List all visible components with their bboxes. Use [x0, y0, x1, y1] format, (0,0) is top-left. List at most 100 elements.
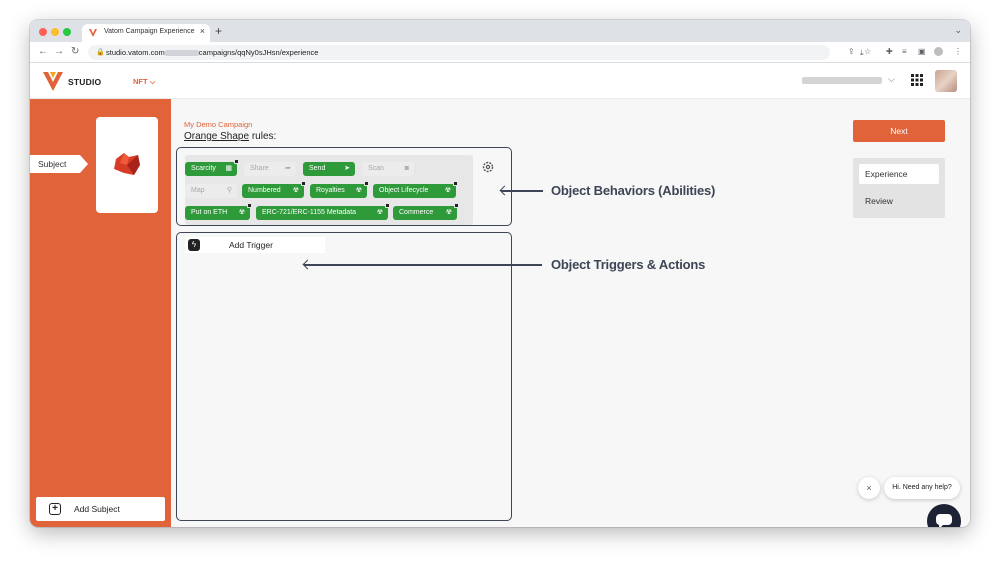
share-page-icon[interactable]: ⇪ — [848, 47, 855, 56]
behavior-object-lifecycle[interactable]: Object Lifecycle ☢ — [373, 181, 458, 198]
chat-bubble-icon — [936, 514, 952, 527]
download-icon[interactable]: ⤓ — [860, 48, 864, 57]
nft-menu-dropdown[interactable]: NFT ⌵ — [133, 77, 155, 87]
plus-square-icon: + — [49, 503, 61, 515]
subject-sidebar: Subject + Add Subject — [30, 99, 171, 527]
side-panel-icon[interactable]: ▣ — [918, 47, 926, 56]
browser-menu-icon[interactable]: ⋮ — [954, 47, 962, 56]
rules-heading: Orange Shape rules: — [184, 131, 276, 142]
help-close-button[interactable]: × — [858, 477, 880, 499]
bookmark-star-icon[interactable]: ☆ — [864, 47, 872, 56]
lock-badge-icon — [453, 181, 458, 186]
url-redacted — [164, 50, 199, 57]
apps-grid-icon[interactable] — [911, 74, 923, 86]
browser-tab-active[interactable]: Vatom Campaign Experience × — [82, 24, 210, 42]
behaviors-panel: Scarcity ▦ Share➦ Send ➤ Scan◙ Map ⚲ Number… — [185, 155, 473, 225]
next-button[interactable]: Next — [853, 120, 945, 142]
lock-badge-icon — [301, 181, 306, 186]
lock-icon: 🔒 — [96, 49, 105, 56]
lock-badge-icon — [454, 203, 459, 208]
step-experience[interactable]: Experience — [859, 164, 939, 184]
radiation-icon: ☢ — [444, 187, 451, 194]
close-window-button[interactable] — [39, 28, 47, 36]
vatom-favicon-icon — [89, 29, 97, 37]
behavior-label: Put on ETH — [191, 209, 228, 216]
main-content: My Demo Campaign Orange Shape rules: Sca… — [171, 99, 970, 527]
extensions-puzzle-icon[interactable]: ✚ — [886, 47, 893, 56]
behaviors-annotation: Object Behaviors (Abilities) — [551, 183, 716, 198]
lightning-icon: ϟ — [188, 239, 200, 251]
tab-search-chevron-icon[interactable]: ⌄ — [954, 25, 962, 35]
step-review[interactable]: Review — [865, 196, 893, 206]
gear-icon[interactable] — [482, 161, 494, 173]
behavior-label: ERC-721/ERC-1155 Metadata — [262, 209, 357, 216]
user-menu-chevron-icon[interactable]: ⌵ — [888, 74, 895, 84]
add-trigger-label: Add Trigger — [229, 240, 273, 250]
pin-icon: ⚲ — [226, 187, 232, 194]
behavior-label: Scarcity — [191, 165, 216, 172]
subject-tab-label: Subject — [38, 159, 67, 169]
behavior-share[interactable]: Share➦ — [244, 162, 296, 176]
add-subject-label: Add Subject — [74, 504, 120, 514]
add-trigger-button[interactable]: ϟ Add Trigger — [185, 237, 325, 253]
minimize-window-button[interactable] — [51, 28, 59, 36]
behavior-commerce[interactable]: Commerce ☢ — [393, 203, 459, 220]
behavior-send[interactable]: Send ➤ — [303, 162, 355, 176]
lock-badge-icon — [234, 159, 239, 164]
behavior-numbered[interactable]: Numbered ☢ — [242, 181, 306, 198]
radiation-icon: ☢ — [238, 209, 245, 216]
chat-launcher-button[interactable] — [927, 504, 961, 527]
new-tab-button[interactable]: + — [215, 24, 223, 38]
campaign-name: My Demo Campaign — [184, 120, 253, 129]
behavior-label: Scan — [368, 165, 384, 172]
send-icon: ➤ — [344, 165, 350, 172]
subject-name-link[interactable]: Orange Shape — [184, 131, 250, 142]
subject-card[interactable] — [96, 117, 158, 213]
radiation-icon: ☢ — [445, 209, 452, 216]
behaviors-callout-line — [501, 190, 543, 192]
behavior-map[interactable]: Map ⚲ — [185, 184, 237, 198]
tab-close-icon[interactable]: × — [199, 26, 205, 36]
help-message-bubble[interactable]: Hi. Need any help? — [884, 477, 960, 499]
behavior-label: Map — [191, 187, 205, 194]
behavior-erc-metadata[interactable]: ERC-721/ERC-1155 Metadata ☢ — [256, 203, 390, 220]
behavior-put-on-eth[interactable]: Put on ETH ☢ — [185, 203, 252, 220]
behavior-label: Numbered — [248, 187, 281, 194]
behavior-label: Object Lifecycle — [379, 187, 429, 194]
add-subject-button[interactable]: + Add Subject — [36, 497, 165, 521]
lock-badge-icon — [364, 181, 369, 186]
radiation-icon: ☢ — [376, 209, 383, 216]
profile-icon[interactable] — [934, 47, 943, 56]
forward-icon[interactable]: → — [54, 46, 64, 57]
subject-tab-pointer — [80, 155, 88, 173]
behavior-scarcity[interactable]: Scarcity ▦ — [185, 159, 239, 176]
behavior-label: Share — [250, 165, 269, 172]
behavior-label: Commerce — [399, 209, 434, 216]
url-host: studio.vatom.com — [106, 48, 165, 57]
tab-title: Vatom Campaign Experience — [104, 28, 195, 35]
user-name-redacted[interactable] — [802, 77, 882, 84]
studio-logo-text: STUDIO — [68, 77, 102, 87]
browser-window: Vatom Campaign Experience × + ⌄ ← → ↻ 🔒 … — [30, 20, 970, 527]
triggers-annotation: Object Triggers & Actions — [551, 257, 706, 272]
behavior-label: Send — [309, 165, 326, 172]
subject-tab[interactable]: Subject — [30, 155, 80, 173]
user-avatar[interactable] — [935, 70, 957, 92]
lock-badge-icon — [247, 203, 252, 208]
lock-badge-icon — [385, 203, 390, 208]
behavior-royalties[interactable]: Royalties ☢ — [310, 181, 369, 198]
reading-list-icon[interactable]: ≡ — [902, 47, 907, 56]
behavior-label: Royalties — [316, 187, 345, 194]
radiation-icon: ☢ — [355, 187, 362, 194]
back-icon[interactable]: ← — [38, 46, 48, 57]
rules-suffix: rules: — [249, 131, 277, 142]
maximize-window-button[interactable] — [63, 28, 71, 36]
radiation-icon: ☢ — [292, 187, 299, 194]
reload-icon[interactable]: ↻ — [71, 46, 80, 57]
behavior-scan[interactable]: Scan◙ — [362, 162, 414, 176]
grid-icon: ▦ — [225, 165, 232, 172]
